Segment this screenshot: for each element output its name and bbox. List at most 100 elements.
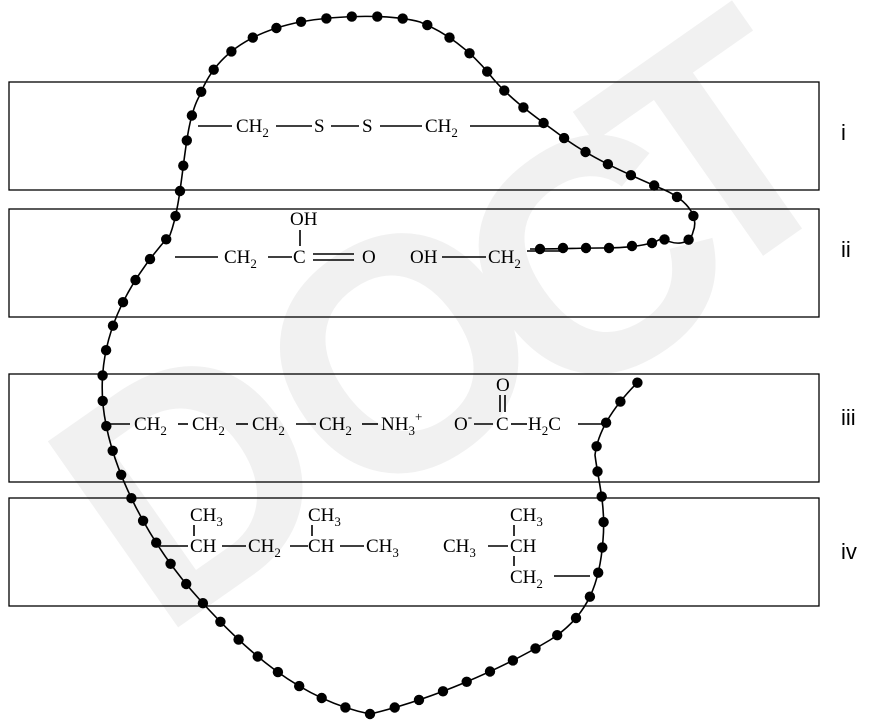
chain-bead <box>625 170 637 181</box>
chain-bead <box>598 516 609 528</box>
chain-bead <box>397 13 408 24</box>
box-hydrophobic-interaction <box>8 497 820 607</box>
chain-bead <box>247 32 258 43</box>
ch2-iii-2: CH2 <box>192 414 225 438</box>
chain-bead <box>659 234 670 245</box>
row-iv-hydrophobic: CH3 CH CH2 CH3 CH CH3 CH3 CH3 CH CH2 <box>160 505 590 591</box>
chain-bead <box>534 243 546 255</box>
chain-bead <box>364 708 376 720</box>
oh-ii: OH <box>410 247 438 268</box>
chain-bead <box>346 11 357 22</box>
chain-bead <box>646 237 658 249</box>
ch2-ii-b: CH2 <box>488 247 521 271</box>
chain-bead <box>271 22 282 34</box>
chain-bead <box>593 567 604 578</box>
chain-backbone-right <box>369 381 639 715</box>
oxygen-top-iii: O <box>496 375 510 396</box>
chain-bead <box>530 643 541 654</box>
chain-bead <box>116 469 127 480</box>
ch3-iv-d: CH3 <box>443 536 476 560</box>
chain-bead <box>413 694 425 706</box>
chain-bead <box>437 686 449 697</box>
chain-bead <box>321 13 332 24</box>
chain-bead <box>464 48 475 59</box>
row-label-i: i <box>841 120 846 145</box>
oh-top-ii: OH <box>290 209 318 230</box>
row-label-iii: iii <box>841 405 856 430</box>
chain-bead <box>584 591 596 602</box>
chain-bead <box>316 692 327 704</box>
row-iii-ionic-bond: CH2 CH2 CH2 CH2 NH3+ O- O C H2C <box>105 375 610 438</box>
chain-bead <box>340 702 351 713</box>
ch3-iv-c: CH3 <box>366 536 399 560</box>
carbon-iii: C <box>496 414 509 435</box>
row-ii-hydrogen-bond: CH2 OH C O OH CH2 <box>175 209 560 271</box>
chain-bead <box>597 542 608 553</box>
chain-bead <box>626 240 638 252</box>
box-disulfide-bond <box>8 81 820 191</box>
ch2-iii-3: CH2 <box>252 414 285 438</box>
chain-bead <box>137 515 149 526</box>
chain-bead <box>649 180 660 191</box>
ch-iv-b: CH <box>308 536 335 557</box>
box-hydrogen-bond <box>8 208 820 318</box>
chain-bead <box>107 320 119 331</box>
chain-bead <box>165 558 176 569</box>
chain-bead <box>151 537 162 548</box>
chain-bead <box>596 491 607 502</box>
carbon-ii: C <box>293 247 306 268</box>
chain-bead <box>372 11 383 22</box>
chain-bead <box>552 630 563 641</box>
row-i-disulfide: CH2 S S CH2 <box>198 116 540 140</box>
chain-bead <box>580 242 592 254</box>
chain-bead <box>144 253 156 265</box>
chain-bead <box>186 110 198 121</box>
chain-bead <box>174 185 186 197</box>
chain-bead <box>615 396 626 407</box>
chain-bead <box>570 612 582 624</box>
chain-bead <box>226 46 237 57</box>
chain-bead <box>107 445 118 456</box>
chain-bead <box>602 159 614 170</box>
chain-bead <box>461 676 472 687</box>
chain-bead <box>683 234 694 245</box>
o-minus: O- <box>454 409 472 435</box>
chain-bead <box>215 616 226 627</box>
chain-bead <box>101 420 112 432</box>
chain-bead <box>178 160 189 171</box>
sulfur-1: S <box>314 116 325 137</box>
chain-bead <box>603 242 615 254</box>
chain-bead <box>600 417 612 428</box>
chain-bead <box>558 132 570 144</box>
ch2-ii: CH2 <box>224 247 257 271</box>
chain-bead <box>538 117 549 129</box>
chain-bead <box>126 493 137 504</box>
ch2-i-right: CH2 <box>425 116 458 140</box>
chain-bead <box>295 16 307 27</box>
oxygen-ii: O <box>362 247 376 268</box>
chain-bead <box>507 655 519 666</box>
ch2-iv: CH2 <box>248 536 281 560</box>
chain-bead <box>422 19 433 31</box>
chain-bead <box>580 146 591 158</box>
chain-bead <box>97 395 108 407</box>
ch2-i-left: CH2 <box>236 116 269 140</box>
chain-bead <box>181 578 192 590</box>
chain-bead <box>499 85 510 96</box>
chain-beads <box>97 11 699 720</box>
chain-bead <box>170 210 181 222</box>
chain-bead <box>688 210 699 222</box>
chain-bead <box>181 135 192 146</box>
row-label-ii: ii <box>841 237 851 262</box>
watermark: D O C T <box>0 0 869 697</box>
ch3-iv-b: CH3 <box>308 505 341 529</box>
ch2-iii-4: CH2 <box>319 414 352 438</box>
chain-bead <box>444 32 455 43</box>
chain-bead <box>197 598 209 609</box>
ch-iv-c: CH <box>510 536 537 557</box>
chain-bead <box>592 466 603 477</box>
chain-bead <box>272 666 284 678</box>
ch2-iii-1: CH2 <box>134 414 167 438</box>
polypeptide-chain <box>97 11 699 720</box>
